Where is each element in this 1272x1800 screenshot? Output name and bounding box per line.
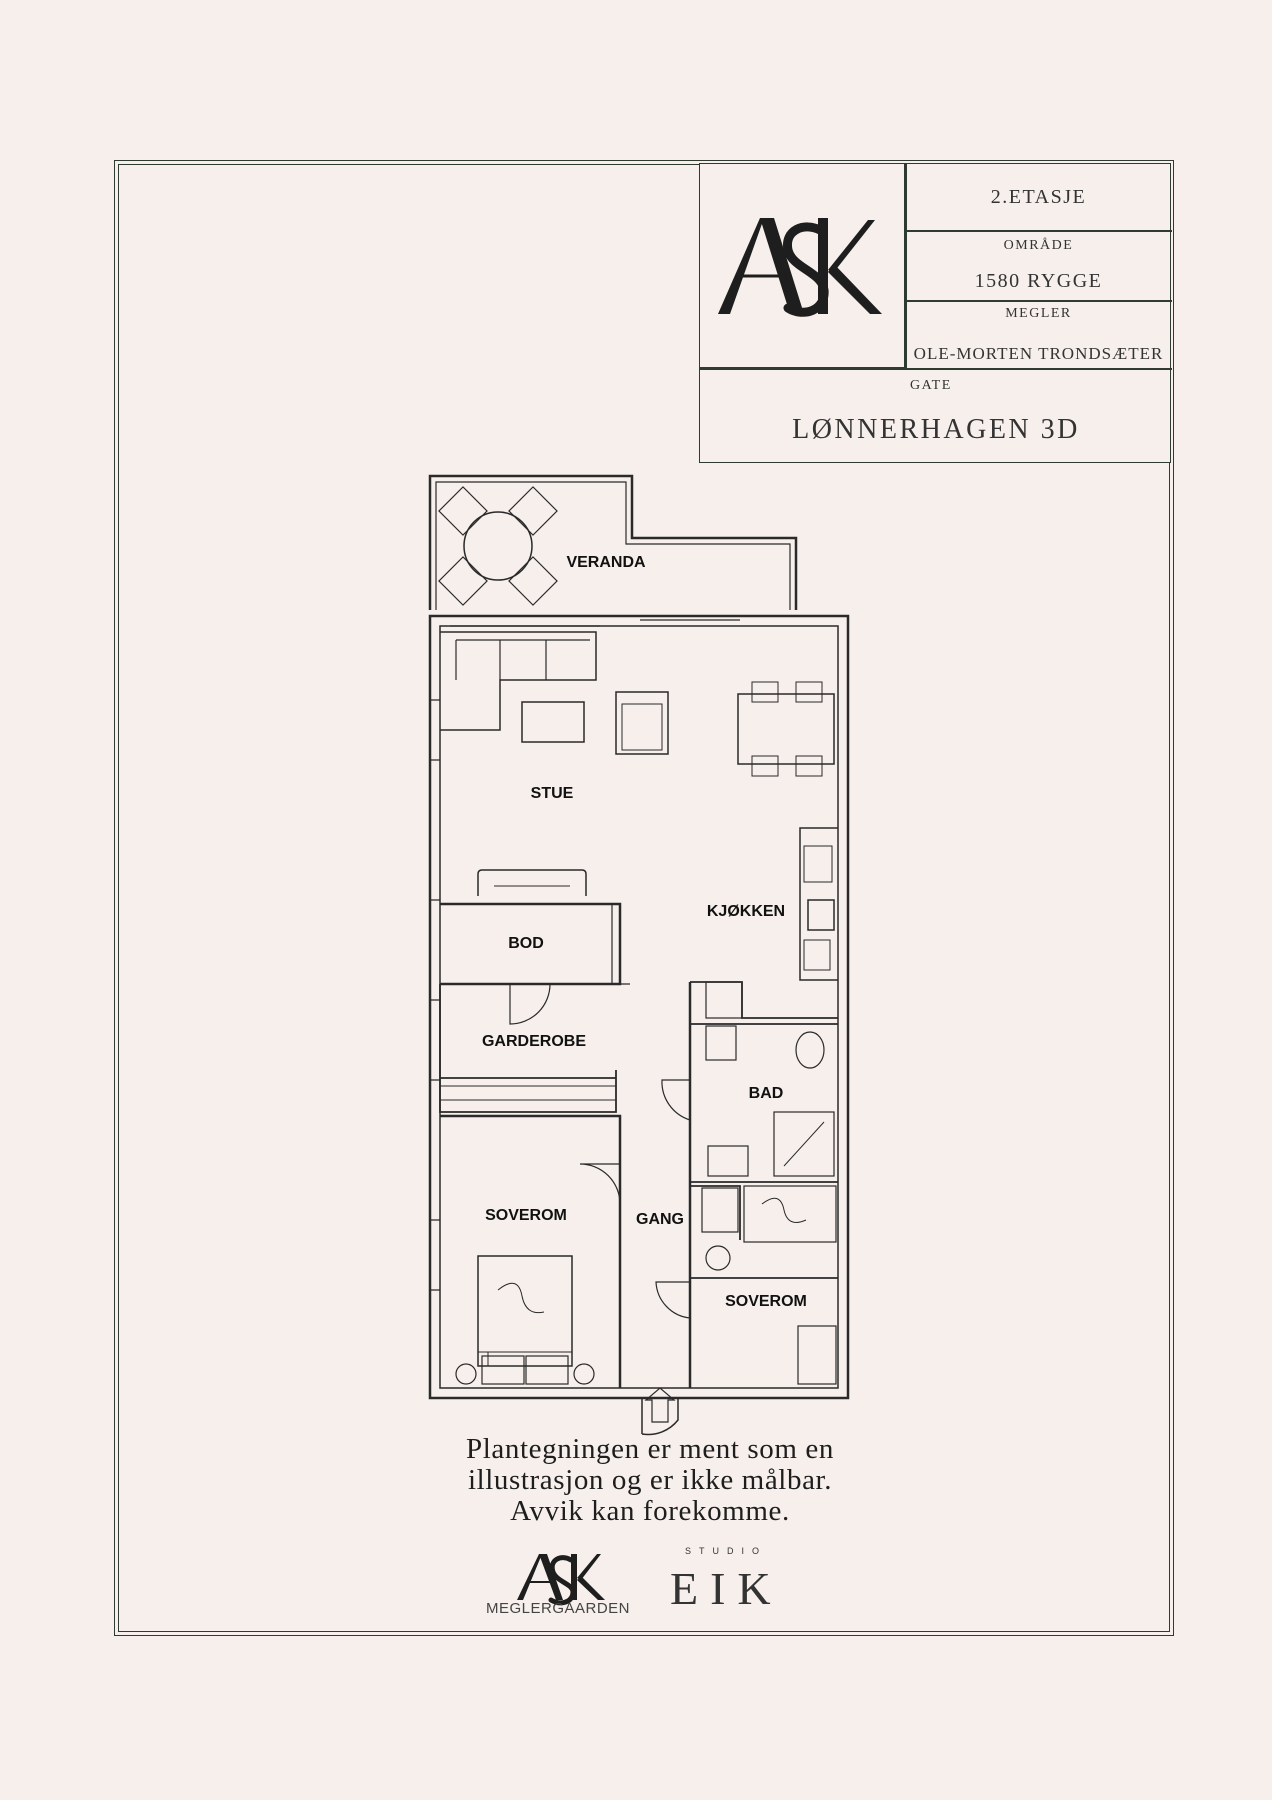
- floor-label: 2.ETASJE: [990, 186, 1087, 208]
- area-label: OMRÅDE: [1003, 238, 1074, 253]
- footer-ask-logo-icon: [517, 1554, 605, 1606]
- room-label-soverom-left: SOVEROM: [485, 1207, 567, 1224]
- room-label-bod: BOD: [508, 935, 544, 952]
- disclaimer: Plantegningen er ment som en illustrasjo…: [300, 1434, 1000, 1527]
- room-label-veranda: VERANDA: [566, 554, 646, 571]
- title-block: 2.ETASJE OMRÅDE 1580 RYGGE MEGLER OLE-MO…: [699, 163, 1172, 463]
- footer-ask-label: MEGLERGAARDEN: [485, 1600, 631, 1617]
- street-label: GATE: [910, 378, 952, 393]
- broker-label: MEGLER: [1005, 306, 1072, 321]
- room-label-stue: STUE: [531, 785, 574, 802]
- room-label-soverom-right: SOVEROM: [725, 1293, 807, 1310]
- eik-studio-label: STUDIO: [684, 1546, 767, 1556]
- room-label-garderobe: GARDEROBE: [482, 1033, 586, 1050]
- disclaimer-line-3: Avvik kan forekomme.: [510, 1495, 790, 1527]
- area-value: 1580 RYGGE: [974, 270, 1103, 292]
- street-value: LØNNERHAGEN 3D: [792, 414, 1080, 445]
- eik-logo: EIK: [670, 1563, 783, 1614]
- broker-value: OLE-MORTEN TRONDSÆTER: [913, 344, 1164, 363]
- room-label-gang: GANG: [636, 1211, 684, 1228]
- room-label-bad: BAD: [749, 1085, 784, 1102]
- ask-logo-box: [700, 164, 905, 368]
- ask-logo-icon: [718, 218, 882, 317]
- disclaimer-line-2: illustrasjon og er ikke målbar.: [467, 1464, 833, 1496]
- disclaimer-line-1: Plantegningen er ment som en: [466, 1433, 834, 1465]
- page-frame: [114, 160, 1174, 1636]
- room-label-kjokken: KJØKKEN: [707, 903, 785, 920]
